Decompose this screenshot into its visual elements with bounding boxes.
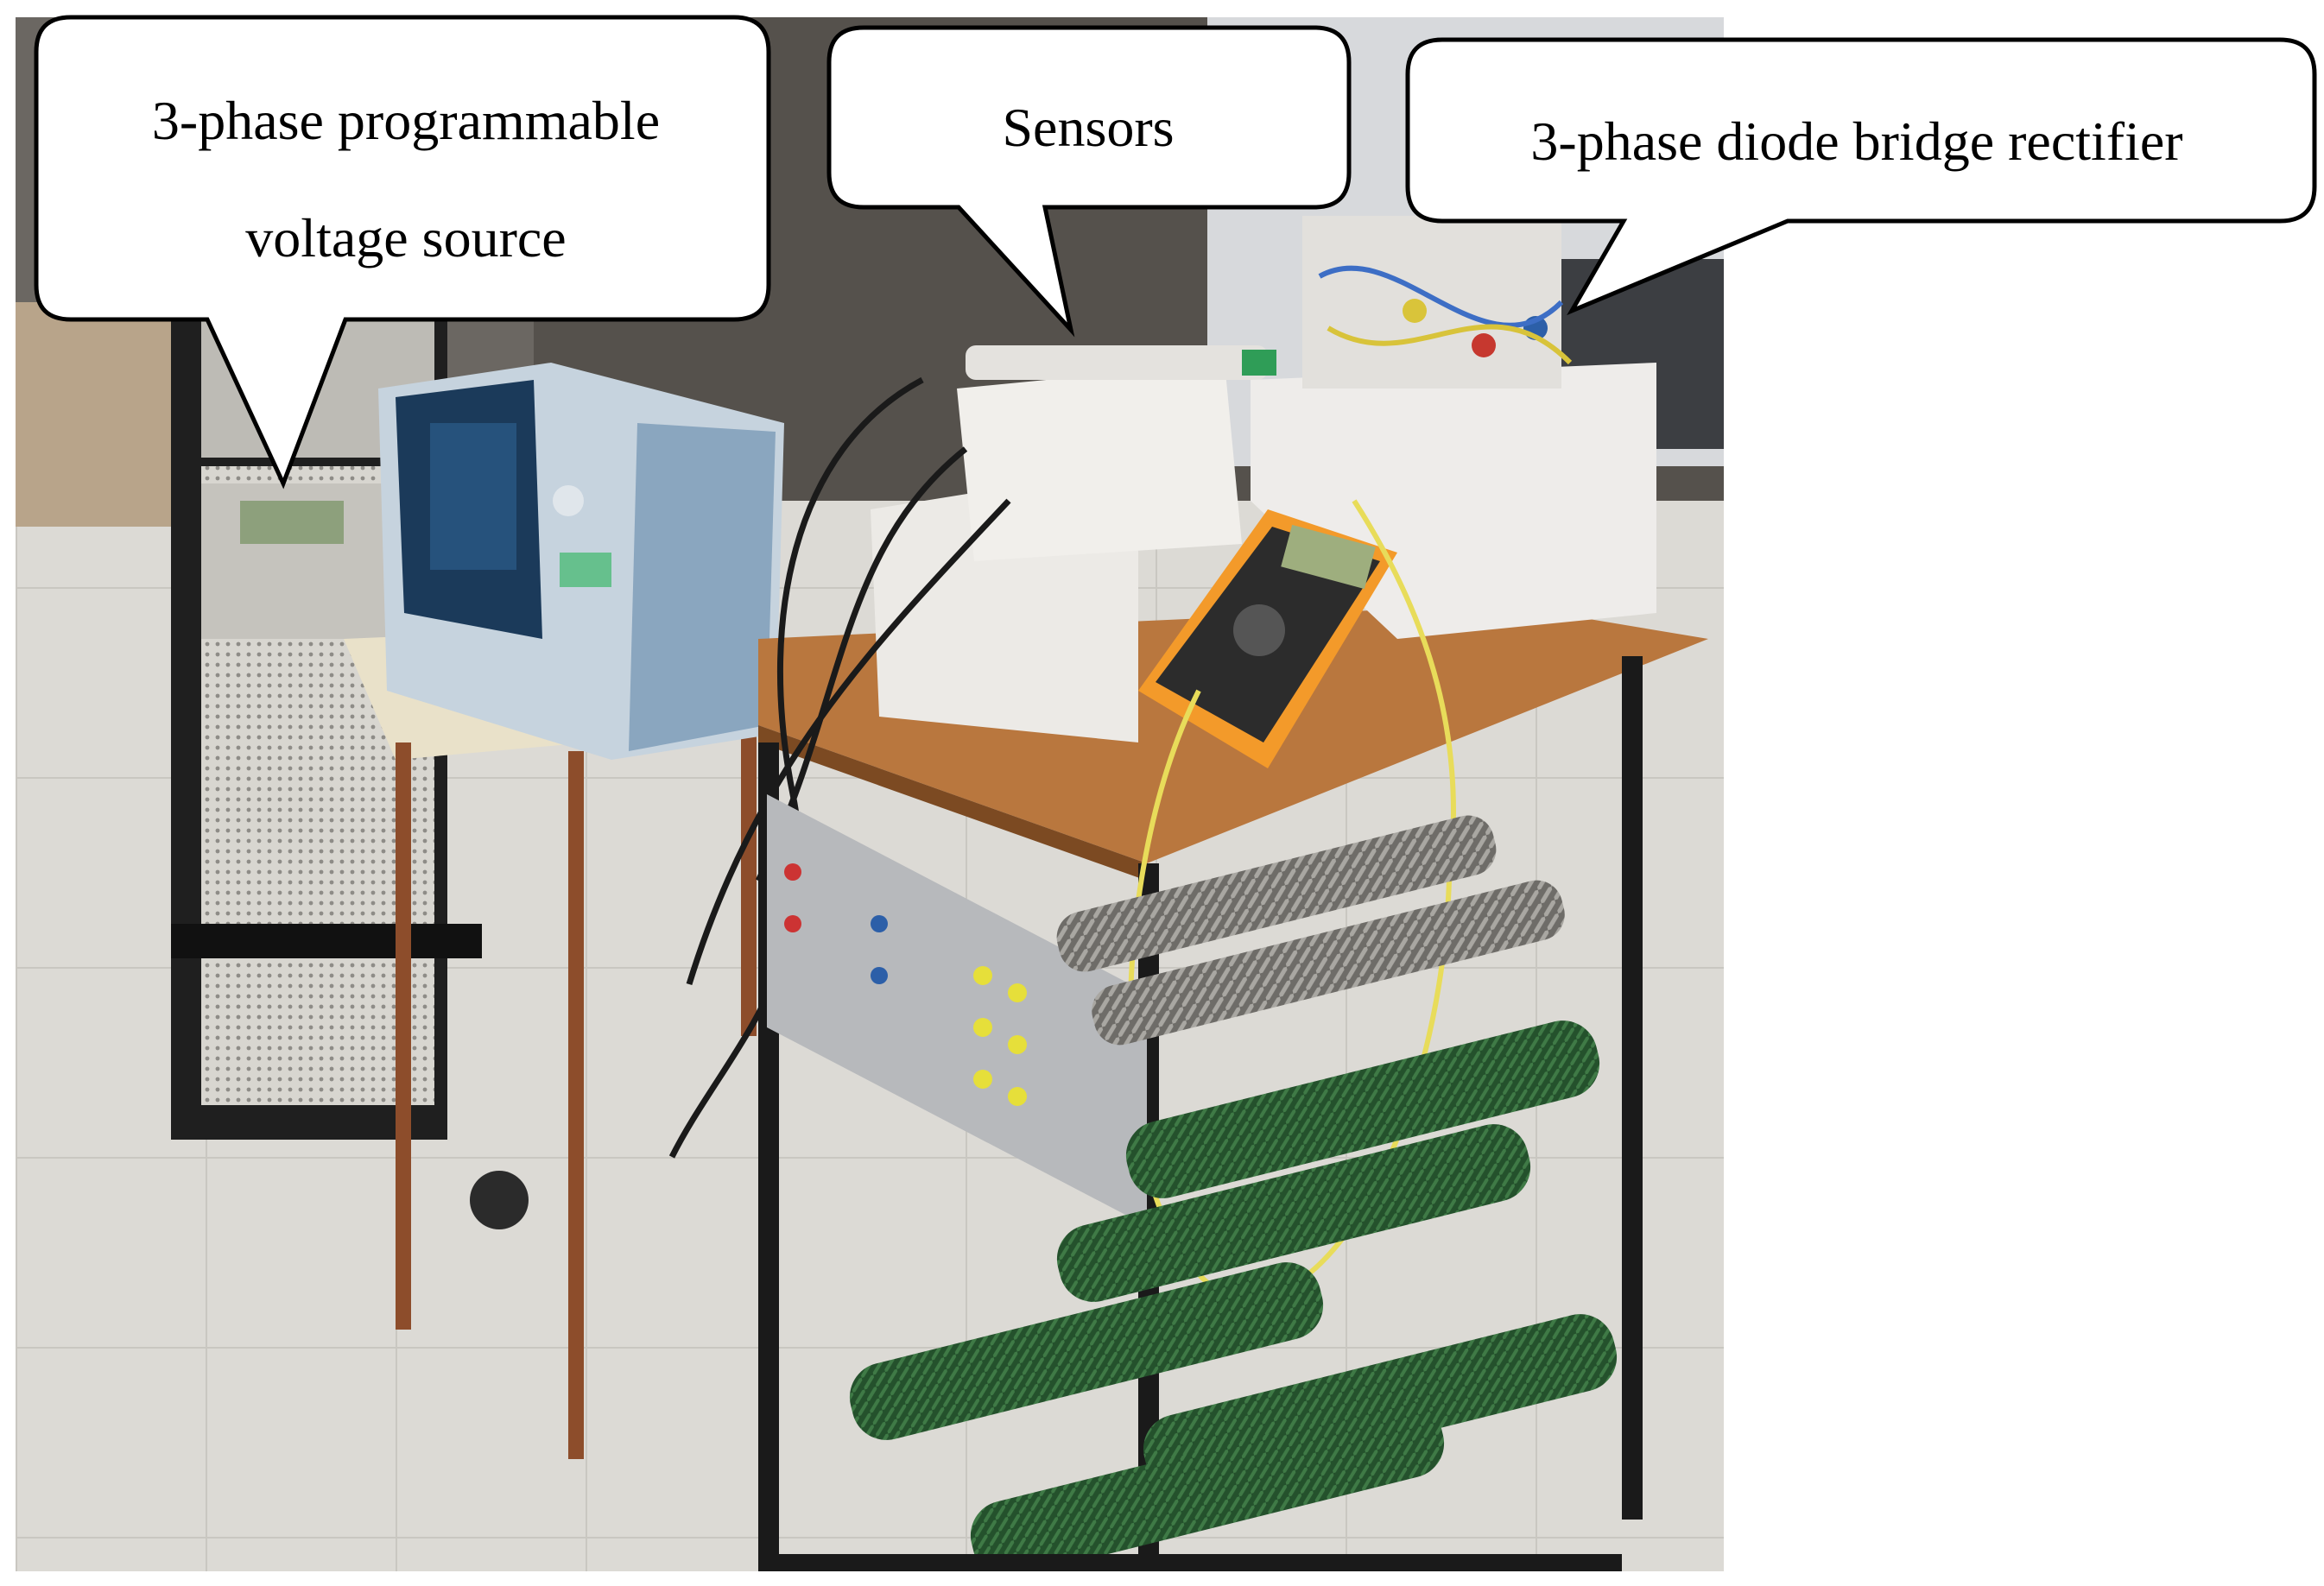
connector-panel — [767, 794, 1147, 1226]
sensors-label: Sensors — [1002, 97, 1175, 158]
lab-setup-photo — [16, 17, 1724, 1571]
rectifier-label: 3-phase diode bridge rectifier — [1530, 111, 2183, 172]
resistor-bank — [758, 815, 1622, 1571]
voltage-source-label: 3-phase programmable voltage source — [35, 62, 777, 297]
multimeter — [1138, 509, 1397, 768]
sensor-boxes — [871, 345, 1276, 742]
oscilloscope — [378, 363, 784, 760]
voltage-source-label-line2: voltage source — [245, 207, 567, 269]
voltage-source-label-line1: 3-phase programmable — [151, 90, 661, 151]
